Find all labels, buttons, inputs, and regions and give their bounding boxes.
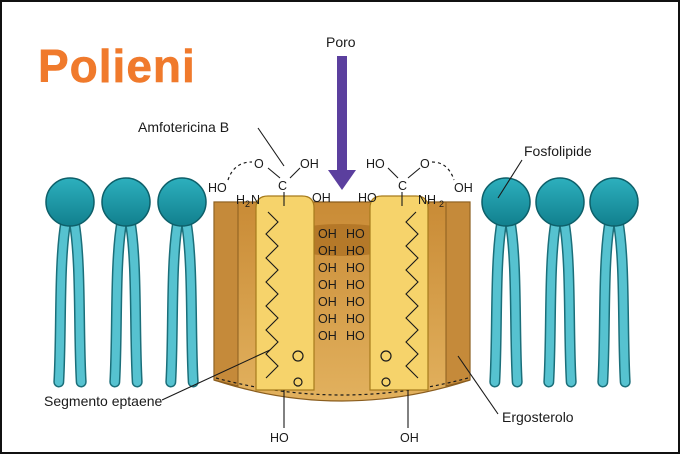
chem-oh-left-mid: OH	[312, 191, 331, 205]
hydroxyl-left-6: OH	[318, 312, 337, 326]
hydroxyl-right-4: HO	[346, 278, 365, 292]
phospholipid-head	[535, 177, 585, 227]
phospholipid-head	[101, 177, 151, 227]
leader-amphotericin	[257, 127, 285, 167]
amphotericin-right	[369, 195, 429, 391]
amphotericin-left	[255, 195, 315, 391]
leader-heptaene	[161, 349, 271, 401]
chem-c-right: C	[398, 179, 407, 193]
pore-arrow	[328, 56, 356, 190]
hydroxyl-right-7: HO	[346, 329, 365, 343]
phospholipid-right-3	[589, 177, 639, 388]
phospholipid-left-1	[45, 177, 95, 388]
label-heptaene-segment: Segmento eptaene	[44, 393, 163, 409]
title: Polieni	[38, 40, 196, 92]
leader-ergosterol	[457, 355, 499, 415]
hydroxyl-left-7: OH	[318, 329, 337, 343]
carboxyl-group-left: HO O C OH H 2 N OH	[208, 157, 331, 209]
chem-ho-left: HO	[208, 181, 227, 195]
hydroxyl-left-5: OH	[318, 295, 337, 309]
phospholipids-right	[481, 177, 639, 388]
hydroxyl-column-right: HO HO HO HO HO HO HO	[346, 227, 365, 343]
phospholipids-left	[45, 177, 207, 388]
chem-c-left: C	[278, 179, 287, 193]
phospholipid-right-2	[535, 177, 585, 388]
hydroxyl-right-1: HO	[346, 227, 365, 241]
chem-oh-left-top: OH	[300, 157, 319, 171]
hydroxyl-left-3: OH	[318, 261, 337, 275]
carboxyl-group-right: HO C O OH HO NH 2	[358, 157, 473, 209]
label-pore: Poro	[326, 34, 356, 50]
hydroxyl-right-5: HO	[346, 295, 365, 309]
chem-ho-right-top: HO	[366, 157, 385, 171]
leader-phospholipid	[497, 159, 523, 199]
phospholipid-head	[45, 177, 95, 227]
chem-ho-right-mid: HO	[358, 191, 377, 205]
hydroxyl-left-4: OH	[318, 278, 337, 292]
phospholipid-head	[589, 177, 639, 227]
phospholipid-left-3	[157, 177, 207, 388]
label-phospholipid: Fosfolipide	[524, 143, 592, 159]
chem-nh2-sub: 2	[439, 199, 444, 209]
chem-o-right: O	[420, 157, 430, 171]
hydroxyl-right-6: HO	[346, 312, 365, 326]
chem-nh2-nh: NH	[418, 193, 436, 207]
chem-ho-bottom-left: HO	[270, 431, 289, 445]
hydroxyl-right-3: HO	[346, 261, 365, 275]
label-ergosterol: Ergosterolo	[502, 409, 574, 425]
hydroxyl-left-1: OH	[318, 227, 337, 241]
hydroxyl-column-left: OH OH OH OH OH OH OH	[318, 227, 337, 343]
chem-h2n-h: H	[236, 193, 245, 207]
label-amphotericin: Amfotericina B	[138, 119, 229, 135]
chem-h2n-sub: 2	[245, 199, 250, 209]
chem-h2n-n: N	[251, 193, 260, 207]
phospholipid-right-1	[481, 177, 531, 388]
chem-oh-right-outer: OH	[454, 181, 473, 195]
chem-oh-bottom-right: OH	[400, 431, 419, 445]
phospholipid-left-2	[101, 177, 151, 388]
hydroxyl-right-2: HO	[346, 244, 365, 258]
ergosterol-pore-wall	[213, 201, 471, 402]
phospholipid-head	[157, 177, 207, 227]
hydroxyl-left-2: OH	[318, 244, 337, 258]
chem-o-left: O	[254, 157, 264, 171]
phospholipid-head	[481, 177, 531, 227]
